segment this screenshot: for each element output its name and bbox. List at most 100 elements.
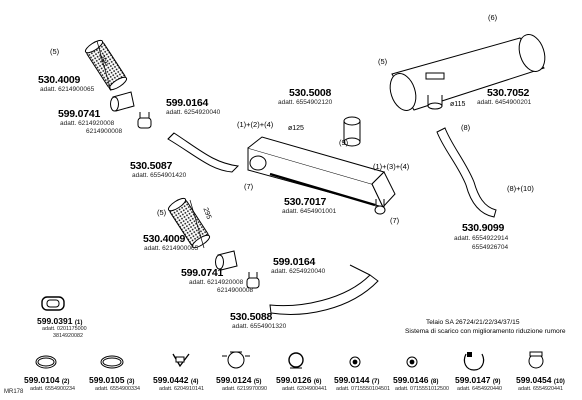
part-adatt-530-4009-top: adatt. 6214900065 — [40, 86, 95, 93]
part-adatt-530-5008: adatt. 6554902120 — [278, 99, 333, 106]
hardware-qty: (9) — [492, 378, 501, 385]
callout-7-right: (7) — [390, 216, 400, 225]
callout-1-2-4: (1)+(2)+(4) — [237, 120, 274, 129]
hardware-icon-0147 — [463, 352, 485, 371]
part-number-530-5087: 530.5087 — [130, 160, 173, 172]
dimension-d115: ø115 — [450, 101, 466, 108]
hardware-number-text: 599.0147 — [455, 375, 491, 385]
part-number-599-0741-top: 599.0741 — [58, 108, 101, 120]
callout-9: (9) — [339, 138, 349, 147]
hardware-number: 599.0126 (6) — [276, 376, 327, 385]
hardware-icon-0104 — [35, 355, 57, 369]
callout-5-top: (5) — [50, 47, 60, 56]
hardware-qty: (5) — [253, 378, 262, 385]
part-adatt-530-5087: adatt. 6554901420 — [132, 172, 187, 179]
part-number-599-0741-mid: 599.0741 — [181, 267, 224, 279]
hardware-icon-0126 — [288, 352, 304, 369]
part-adatt-530-5088: adatt. 6554901320 — [232, 323, 287, 330]
callout-7-left: (7) — [244, 182, 254, 191]
hardware-number-text: 599.0124 — [216, 375, 252, 385]
hardware-qty: (10) — [553, 378, 565, 385]
part-number-530-9099: 530.9099 — [462, 222, 505, 234]
sleeve-top — [110, 91, 135, 112]
hardware-number: 599.0124 (5) — [216, 376, 267, 385]
hardware-adatt: adatt. 6554900234 — [30, 386, 75, 393]
hardware-qty: (8) — [430, 378, 439, 385]
callout-5-mid: (5) — [157, 208, 167, 217]
hardware-number-text: 599.0104 — [24, 375, 60, 385]
hardware-adatt: adatt. 6204900441 — [282, 386, 327, 393]
hardware-number-text: 599.0126 — [276, 375, 312, 385]
hardware-icon-0146 — [406, 356, 418, 368]
hardware-number-text: 599.0454 — [516, 375, 552, 385]
gasket-0391 — [41, 296, 65, 311]
hardware-adatt: adatt. 6454920440 — [457, 386, 502, 393]
sleeve-mid — [215, 250, 238, 271]
callout-5-silencer: (5) — [378, 57, 388, 66]
hardware-item: 599.0104 (2) adatt. 6554900234 — [24, 376, 75, 393]
callout-8: (8) — [461, 123, 471, 132]
part-adatt2-599-0391: 3814920082 — [53, 333, 83, 339]
hardware-icon-0124 — [222, 351, 250, 369]
page-code: MR178 — [4, 389, 24, 395]
clamp-top — [137, 112, 152, 129]
hardware-item: 599.0144 (7) adatt. 0715550104501 — [334, 376, 390, 393]
part-adatt-530-9099: adatt. 6554922914 — [454, 235, 509, 242]
hardware-qty: (4) — [190, 378, 199, 385]
hardware-qty: (3) — [126, 378, 135, 385]
pipe-5008 — [343, 116, 361, 147]
hardware-item: 599.0146 (8) adatt. 0715551012500 — [393, 376, 449, 393]
diagram-title-line1: Telaio SA 26724/21/22/34/37/15 — [426, 319, 520, 326]
hardware-number: 599.0144 (7) — [334, 376, 390, 385]
hardware-icon-0105 — [100, 355, 124, 369]
hardware-item: 599.0126 (6) adatt. 6204900441 — [276, 376, 327, 393]
hardware-number-text: 599.0144 — [334, 375, 370, 385]
hardware-item: 599.0454 (10) adatt. 6554920441 — [516, 376, 565, 393]
part-adatt-599-0741-mid: adatt. 6214920008 — [189, 279, 244, 286]
part-number-530-4009-mid: 530.4009 — [143, 233, 186, 245]
hardware-qty: (2) — [61, 378, 70, 385]
part-adatt-599-0391: adatt. 0201175000 — [42, 326, 87, 332]
bent-pipe-5088 — [269, 264, 379, 315]
tail-pipe-9099 — [436, 127, 497, 218]
callout-1-3-4: (1)+(3)+(4) — [373, 162, 410, 171]
part-number-530-7052: 530.7052 — [487, 87, 530, 99]
hardware-number: 599.0104 (2) — [24, 376, 75, 385]
part-number-599-0164-top: 599.0164 — [166, 97, 209, 109]
hardware-adatt: adatt. 6219970090 — [222, 386, 267, 393]
muffler-7017 — [247, 136, 396, 215]
part-number-530-7017: 530.7017 — [284, 196, 327, 208]
hardware-number: 599.0146 (8) — [393, 376, 449, 385]
part-adatt2-599-0741-mid: 6214900008 — [217, 287, 254, 294]
hardware-number: 599.0147 (9) — [455, 376, 502, 385]
hardware-item: 599.0124 (5) adatt. 6219970090 — [216, 376, 267, 393]
part-number-530-4009-top: 530.4009 — [38, 74, 81, 86]
part-qty-599-0391: (1) — [74, 319, 83, 326]
flex-pipe-mid — [167, 197, 211, 249]
part-adatt-530-7052: adatt. 6454900201 — [477, 99, 532, 106]
part-adatt-599-0164-top: adatt. 6254920040 — [166, 109, 221, 116]
bent-pipe-5087 — [167, 132, 240, 173]
hardware-icon-0454 — [528, 351, 544, 369]
hardware-adatt: adatt. 0715551012500 — [395, 386, 449, 393]
part-number-530-5088: 530.5088 — [230, 311, 273, 323]
hardware-adatt: adatt. 6554900334 — [95, 386, 140, 393]
part-adatt-530-4009-mid: adatt. 6214900065 — [144, 245, 199, 252]
clamp-mid — [246, 272, 260, 289]
part-number-530-5008: 530.5008 — [289, 87, 332, 99]
hardware-number: 599.0105 (3) — [89, 376, 140, 385]
hardware-icon-0144 — [349, 356, 361, 368]
hardware-number-text: 599.0442 — [153, 375, 189, 385]
part-adatt2-530-9099: 6554926704 — [472, 244, 509, 251]
callout-8-10: (8)+(10) — [507, 184, 534, 193]
dimension-d125: ø125 — [288, 125, 304, 132]
hardware-adatt: adatt. 6204910141 — [159, 386, 204, 393]
callout-6: (6) — [488, 13, 498, 22]
hardware-icon-0442 — [172, 353, 190, 368]
hardware-adatt: adatt. 0715550104501 — [336, 386, 390, 393]
diagram-title-line2: Sistema di scarico con miglioramento rid… — [405, 328, 566, 335]
hardware-number: 599.0442 (4) — [153, 376, 204, 385]
hardware-qty: (6) — [313, 378, 322, 385]
hardware-number: 599.0454 (10) — [516, 376, 565, 385]
